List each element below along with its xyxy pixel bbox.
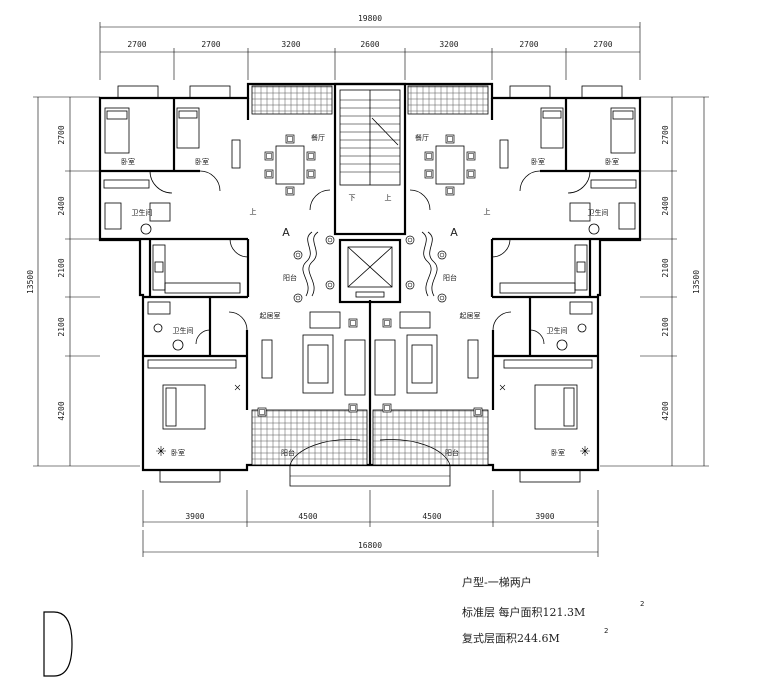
sheet-mark [43, 611, 73, 677]
room-label-bathroom: 卫生间 [132, 208, 153, 217]
dim-top-seg: 2700 [593, 40, 612, 49]
stair-up-label: 上 [250, 207, 257, 216]
room-label-bedroom: 卧室 [195, 157, 209, 166]
dimension-top-total: 19800 [99, 14, 641, 80]
note-duplex-area: 复式层面积244.6M [462, 631, 560, 645]
dim-right-total: 13500 [692, 270, 701, 294]
dim-right-seg: 2700 [661, 125, 670, 144]
room-label-balcony: 阳台 [281, 448, 295, 457]
dim-bottom-total: 16800 [358, 541, 382, 550]
note-standard-area: 标准层 每户面积121.3M [462, 605, 585, 619]
dim-right-seg: 2100 [661, 258, 670, 277]
dimension-left: 2700 2400 2100 2100 4200 13500 [26, 96, 140, 467]
room-label-balcony: 阳台 [445, 448, 459, 457]
dim-bottom-seg: 4500 [422, 512, 441, 521]
room-label-master-bedroom: 卧室 [171, 448, 185, 457]
dim-bottom-seg: 4500 [298, 512, 317, 521]
dim-top-seg: 2700 [519, 40, 538, 49]
dim-top-seg: 2600 [360, 40, 379, 49]
note-standard-superscript: 2 [640, 600, 644, 608]
stair-down-label: 下 [349, 194, 356, 202]
dim-top-seg: 3200 [281, 40, 300, 49]
room-label-balcony: 阳台 [283, 273, 297, 282]
window-bays [117, 85, 623, 483]
note-unit-type: 户型-一梯两户 [462, 575, 532, 589]
living-furniture [257, 311, 483, 417]
dim-left-seg: 2100 [57, 317, 66, 336]
room-label-dining: 餐厅 [311, 133, 325, 142]
room-label-dining: 餐厅 [415, 133, 429, 142]
north-balconies [251, 85, 489, 115]
dim-left-seg: 2700 [57, 125, 66, 144]
dim-right-seg: 4200 [661, 401, 670, 420]
room-label-master-bedroom: 卧室 [551, 448, 565, 457]
unit-label-left: A [282, 226, 290, 239]
dim-right-seg: 2400 [661, 196, 670, 215]
dim-left-seg: 2100 [57, 258, 66, 277]
dim-left-seg: 2400 [57, 196, 66, 215]
bath-kitchen-fixtures [104, 202, 636, 351]
room-label-living: 起居室 [460, 311, 481, 320]
unit-label-right: A [450, 226, 458, 239]
dim-bottom-seg: 3900 [185, 512, 204, 521]
stair-up-label: 上 [484, 207, 491, 216]
dim-left-total: 13500 [26, 270, 35, 294]
south-balconies [251, 409, 489, 487]
note-duplex-superscript: 2 [604, 627, 608, 635]
dim-left-seg: 4200 [57, 401, 66, 420]
plant-symbols [156, 384, 590, 456]
dining-tables [264, 134, 476, 196]
bedroom-beds [103, 107, 637, 430]
dimension-bottom-total: 16800 [142, 530, 599, 557]
room-label-bedroom: 卧室 [605, 157, 619, 166]
stair-up-label: 上 [385, 193, 392, 202]
room-label-bathroom: 卫生间 [588, 208, 609, 217]
room-label-bedroom: 卧室 [531, 157, 545, 166]
dimension-right: 2700 2400 2100 2100 4200 13500 [600, 96, 709, 467]
dim-top-total: 19800 [358, 14, 382, 23]
building-walls [98, 82, 642, 472]
dim-right-seg: 2100 [661, 317, 670, 336]
room-label-balcony: 阳台 [443, 273, 457, 282]
room-label-bathroom: 卫生间 [173, 326, 194, 335]
stair-core [338, 89, 402, 304]
dim-top-seg: 2700 [127, 40, 146, 49]
door-swings [149, 170, 591, 466]
room-label-bedroom: 卧室 [121, 157, 135, 166]
dim-top-seg: 2700 [201, 40, 220, 49]
dim-bottom-seg: 3900 [535, 512, 554, 521]
dimension-top-segments: 2700 2700 3200 2600 3200 2700 2700 [100, 40, 640, 80]
dim-top-seg: 3200 [439, 40, 458, 49]
dimension-bottom-segments: 3900 4500 4500 3900 [142, 490, 599, 527]
hall-planters [293, 231, 447, 303]
room-label-living: 起居室 [260, 311, 281, 320]
room-label-bathroom: 卫生间 [547, 326, 568, 335]
